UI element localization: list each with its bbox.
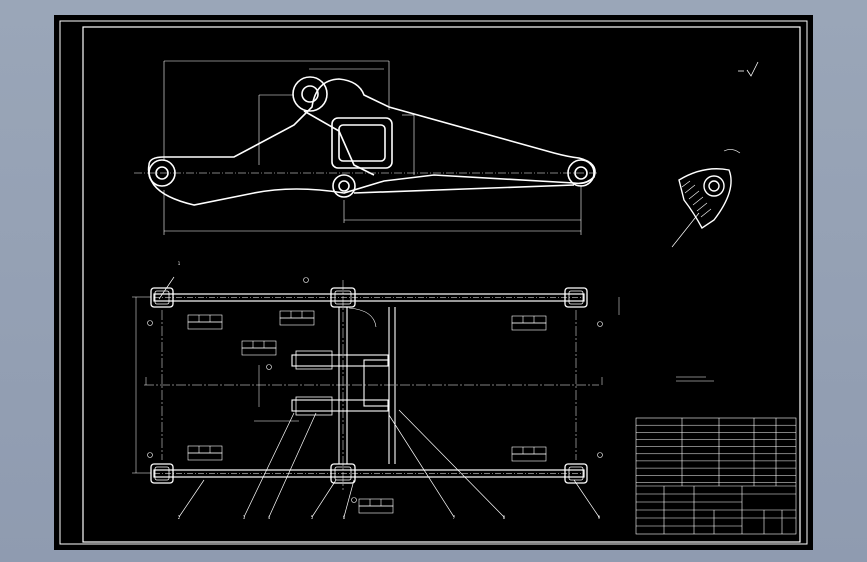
balloon-label: 1: [178, 261, 181, 266]
inner-border: [82, 26, 801, 543]
balloon-label: 4: [268, 515, 271, 520]
cad-drawing: 1 2 3 4 5 6 7 8 9: [59, 20, 808, 545]
box-section-outer: [331, 117, 393, 169]
side-view-dimensions: [134, 60, 599, 235]
roughness-symbol: [738, 61, 759, 77]
plan-dimensions: [132, 296, 620, 474]
detail-bore-inner: [708, 180, 720, 192]
balloon-label: 8: [503, 515, 506, 520]
drawing-sheet: 1 2 3 4 5 6 7 8 9: [54, 15, 813, 550]
center-frame: [291, 307, 396, 464]
pivot-mid: [332, 174, 356, 198]
balloon-label: 2: [178, 515, 181, 520]
pivot-top-bore: [301, 85, 319, 103]
pivot-top: [292, 76, 328, 112]
detail-hatch: [681, 180, 712, 218]
detail-leader: [671, 212, 700, 248]
title-block-rows: [636, 424, 796, 483]
title-block: [635, 417, 797, 535]
upper-link: [303, 110, 375, 176]
pivot-mid-bore: [338, 180, 350, 192]
leaders: [158, 276, 600, 518]
detail-plate: [678, 168, 732, 230]
technical-notes: [676, 376, 714, 382]
datum-markers: [147, 277, 603, 503]
outer-border: [59, 20, 808, 545]
side-view: [147, 76, 596, 206]
bosses: [150, 287, 588, 484]
plan-view: [132, 276, 620, 518]
detail-view: [671, 149, 741, 248]
tolerance-frames: [187, 310, 547, 514]
detail-arc: [723, 149, 741, 154]
balloon-label: 7: [453, 515, 456, 520]
lower-edge: [353, 184, 575, 194]
balloon-label: 5: [311, 515, 314, 520]
part-balloons: 1 2 3 4 5 6 7 8 9: [178, 261, 601, 520]
box-section-inner: [338, 124, 386, 162]
detail-bore-outer: [703, 175, 725, 197]
balloon-label: 3: [243, 515, 246, 520]
centerlines: [144, 280, 599, 490]
arm-outline: [147, 78, 596, 206]
balloon-label: 6: [343, 515, 346, 520]
balloon-label: 9: [598, 515, 601, 520]
